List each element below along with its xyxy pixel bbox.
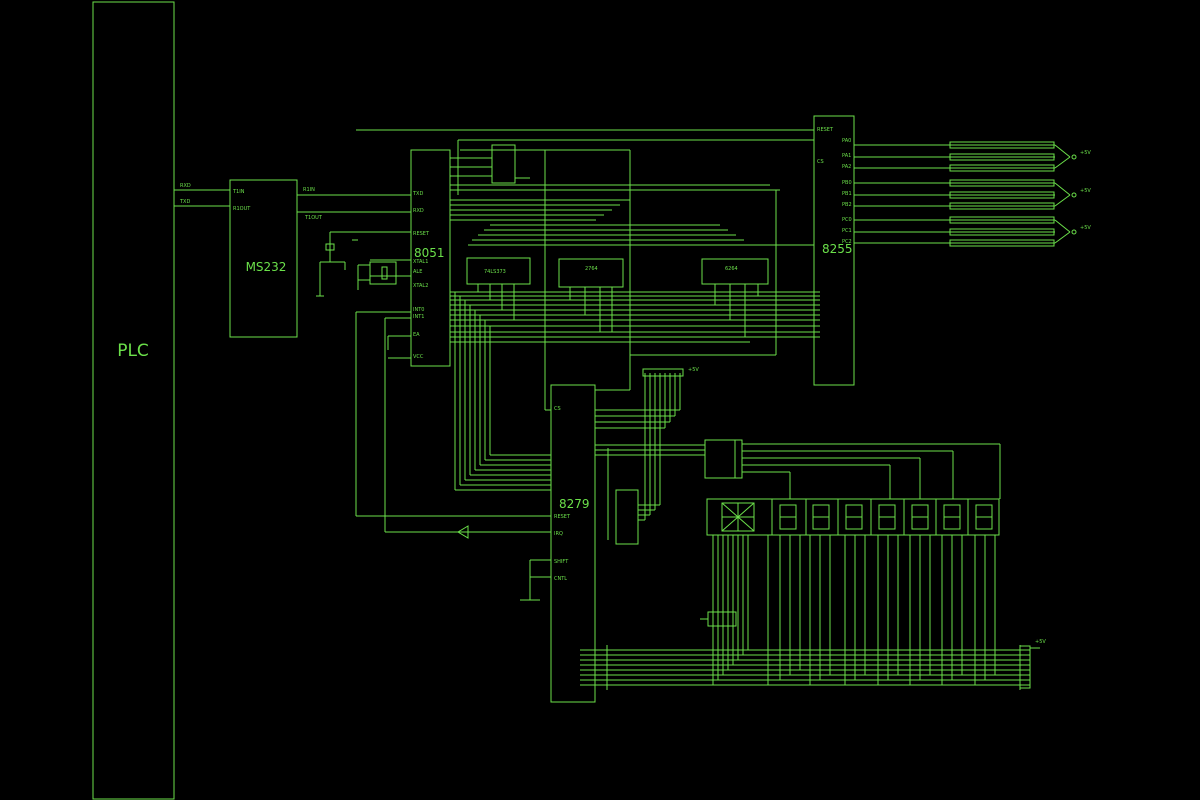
mcu-int0-pin: INT0 <box>413 307 424 313</box>
out3-plus5v: +5V <box>1080 225 1091 231</box>
segment-bus <box>700 535 996 685</box>
mcu-rxd-pin: RXD <box>413 208 424 214</box>
key-matrix: +5V <box>580 639 1046 690</box>
ppi-outputs: +5V +5V +5V <box>854 141 1091 247</box>
txd-label: TXD <box>179 199 190 205</box>
kbd-irq-pin: IRQ <box>554 531 563 537</box>
top-bus <box>356 129 814 195</box>
address-data-bus <box>450 199 820 343</box>
pa2-pin: PA2 <box>842 164 851 170</box>
mcu-xtal2-pin: XTAL2 <box>413 283 428 289</box>
kbd-outputs: +5V <box>595 367 1000 545</box>
ms232-chip: MS232 T1IN R1OUT R1IN T1OUT <box>229 179 323 338</box>
latch-label: 74LS373 <box>484 269 506 275</box>
kbd-cs-pin: CS <box>554 406 561 412</box>
plc-label: PLC <box>117 341 149 361</box>
reset-crystal-circuit <box>316 231 411 297</box>
mcu-txd-pin: TXD <box>412 191 423 197</box>
eprom-label: 2764 <box>585 266 598 272</box>
serial-lines: RXD TXD <box>174 183 230 207</box>
ms232-to-mcu <box>297 194 411 213</box>
seven-segment-digit <box>878 504 896 530</box>
mcu-label: 8051 <box>414 246 445 260</box>
r1in-label: R1IN <box>303 187 315 193</box>
mcu-ea-pin: EA <box>413 332 420 338</box>
pb2-pin: PB2 <box>842 202 852 208</box>
mcu-8051-chip: 8051 TXD RXD RESET XTAL1 XTAL2 INT0 INT1… <box>387 149 451 367</box>
pa1-pin: PA1 <box>842 153 851 159</box>
mcu-to-kbd-bus <box>355 150 777 539</box>
seven-segment-digit <box>812 504 830 530</box>
pc0-pin: PC0 <box>842 217 852 223</box>
mcu-xtal1-pin: XTAL1 <box>413 259 428 265</box>
rxd-label: RXD <box>180 183 191 189</box>
out1-plus5v: +5V <box>1080 150 1091 156</box>
seven-segment-digit <box>845 504 863 530</box>
seven-segment-digit <box>943 504 961 530</box>
ram-label: 6264 <box>725 266 738 272</box>
mcu-vcc-pin: VCC <box>413 354 424 360</box>
kbd-shift-pin: SHIFT <box>554 559 569 565</box>
kbd-cntl-pin: CNTL <box>554 576 567 582</box>
kbd-8279-chip: 8279 CS RESET IRQ SHIFT CNTL <box>520 384 596 703</box>
ppi-cs-pin: CS <box>817 159 824 165</box>
out2-plus5v: +5V <box>1080 188 1091 194</box>
pc1-pin: PC1 <box>842 228 852 234</box>
ms232-label: MS232 <box>246 260 287 274</box>
r1out-label: R1OUT <box>233 206 251 212</box>
pullup-plus5v: +5V <box>688 367 699 373</box>
mcu-reset-pin: RESET <box>413 231 430 237</box>
star-segment-digit <box>721 502 755 532</box>
matrix-plus5v: +5V <box>1035 639 1046 645</box>
seven-segment-digit <box>779 504 797 530</box>
ppi-reset-pin: RESET <box>817 127 834 133</box>
kbd-reset-pin: RESET <box>554 514 571 520</box>
seven-segment-digit <box>975 504 993 530</box>
latch-74ls373-chip: 74LS373 <box>466 257 531 320</box>
pb1-pin: PB1 <box>842 191 852 197</box>
eprom-2764-chip: 2764 <box>558 258 624 332</box>
pa0-pin: PA0 <box>842 138 851 144</box>
t1in-label: T1IN <box>232 189 245 195</box>
ppi-label: 8255 <box>822 242 853 256</box>
kbd-label: 8279 <box>559 497 590 511</box>
seven-segment-digit <box>911 504 929 530</box>
ppi-8255-chip: 8255 RESET CS PA0 PA1 PA2 PB0 PB1 PB2 PC… <box>813 115 855 386</box>
ram-6264-chip: 6264 <box>701 258 769 337</box>
pc2-pin: PC2 <box>842 239 852 245</box>
pb0-pin: PB0 <box>842 180 852 186</box>
mcu-int1-pin: INT1 <box>413 314 424 320</box>
mcu-ale-pin: ALE <box>413 269 422 275</box>
plc-block: PLC <box>92 1 175 800</box>
t1out-label: T1OUT <box>304 215 323 221</box>
display-row <box>706 444 1001 536</box>
